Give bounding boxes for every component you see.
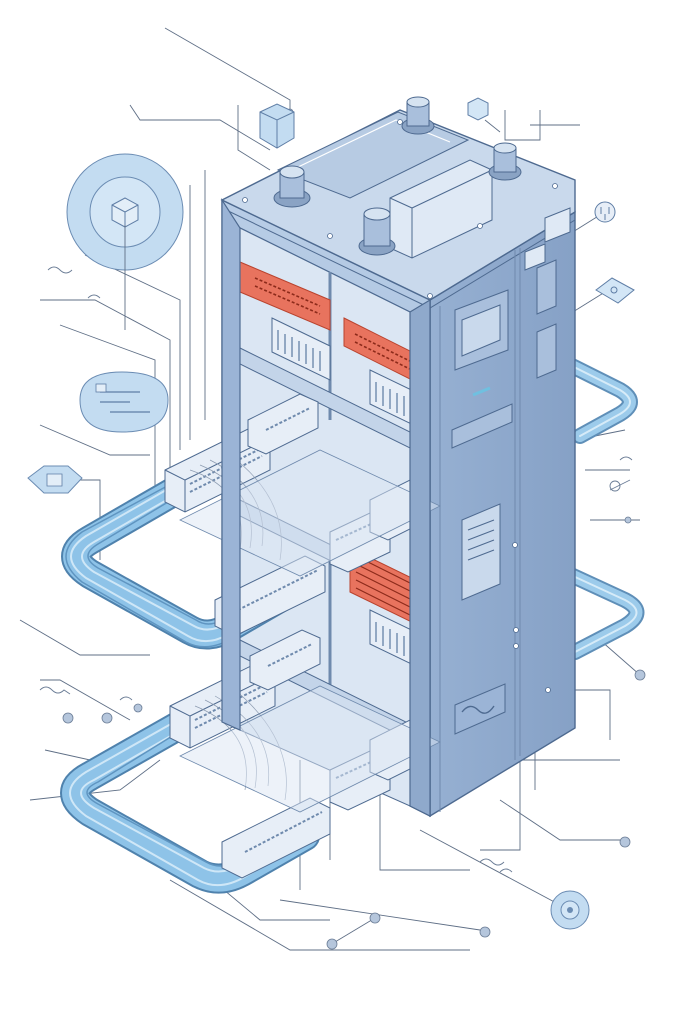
hexagon-icon	[27, 465, 83, 494]
cable-bundle-right	[552, 352, 645, 660]
disc-icon	[550, 890, 590, 930]
cable-bundle-upper	[61, 473, 315, 650]
lock-icon	[595, 277, 635, 304]
chip-icon	[79, 371, 169, 433]
network-switch	[247, 393, 319, 455]
target-icon	[66, 153, 184, 330]
plug-icon	[594, 201, 616, 223]
rack-top-connector	[488, 142, 522, 181]
floor-plate-upper	[179, 449, 441, 577]
floor-plate-lower	[179, 685, 441, 813]
rack-top-connector	[401, 96, 435, 135]
small-cube-icon	[467, 97, 489, 121]
server-module	[271, 317, 331, 381]
rack-top-connector	[358, 207, 396, 256]
annotation-glyphs	[39, 266, 633, 873]
cube-icon	[259, 103, 295, 149]
side-panel-details	[451, 207, 571, 735]
network-switch	[249, 629, 321, 691]
rack-top-connector	[273, 165, 311, 208]
